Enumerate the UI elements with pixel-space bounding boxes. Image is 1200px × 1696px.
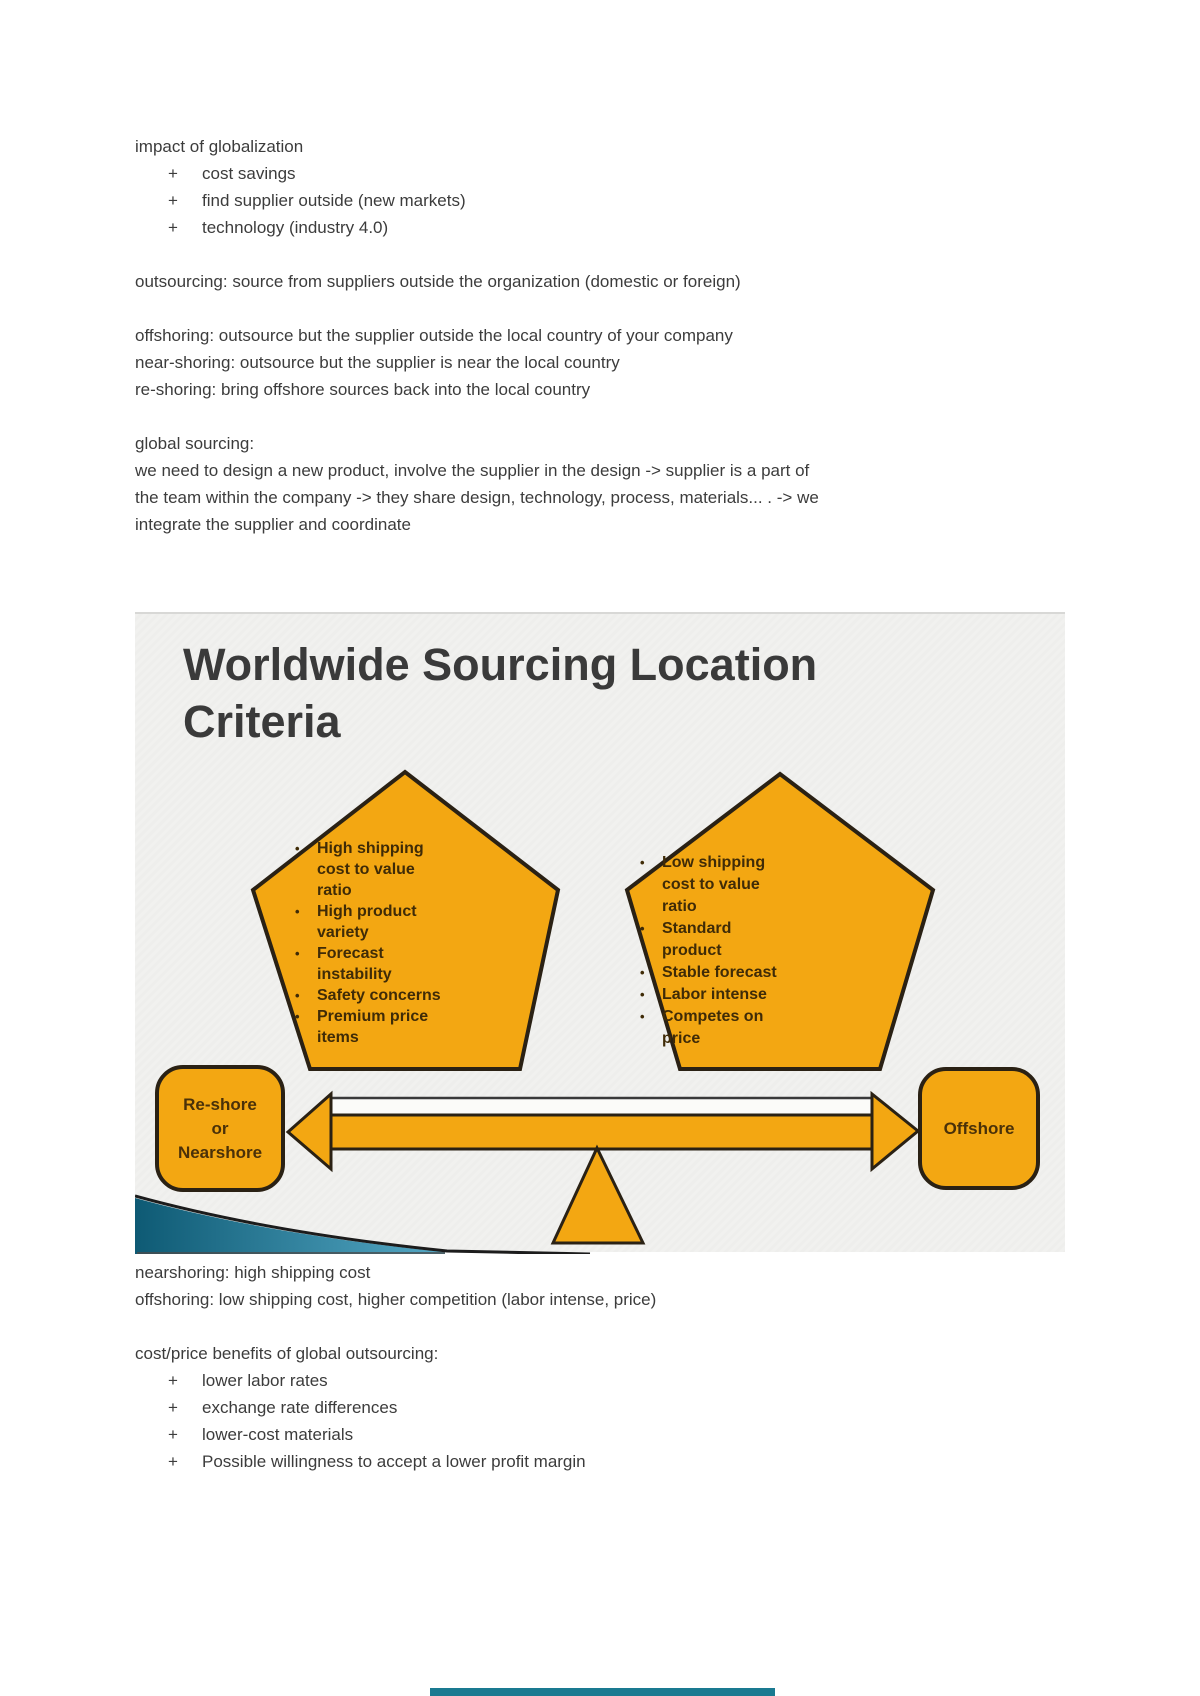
dot-bullet-marker: •	[640, 855, 645, 870]
list-item: + lower labor rates	[135, 1367, 1035, 1394]
global-sourcing-line: integrate the supplier and coordinate	[135, 515, 411, 534]
plus-bullet-marker: +	[168, 1452, 178, 1471]
plus-bullet-marker: +	[168, 191, 178, 210]
list-item: • High product variety	[295, 901, 447, 943]
outsourcing-definition: outsourcing: source from suppliers outsi…	[135, 272, 741, 291]
dot-bullet-marker: •	[295, 988, 300, 1003]
reshore-nearshore-label: Re-shore or Nearshore	[157, 1067, 283, 1190]
list-item: • Premium price items	[295, 1006, 447, 1048]
pentagon-item-text: Stable forecast	[662, 964, 777, 981]
heading-impact-of-globalization: impact of globalization	[135, 137, 304, 156]
reshore-nearshore-box	[155, 1065, 285, 1192]
slide-graphics	[135, 769, 1040, 1254]
slide-title-line: Criteria	[183, 696, 341, 747]
pentagon-item-text: Safety concerns	[317, 987, 441, 1004]
plus-bullet-marker: +	[168, 164, 178, 183]
dot-bullet-marker: •	[295, 1009, 300, 1024]
list-item: • High shipping cost to value ratio	[295, 838, 447, 901]
list-item: • Stable forecast	[640, 962, 790, 984]
dot-bullet-marker: •	[640, 965, 645, 980]
box-label-line: or	[211, 1118, 229, 1138]
dot-bullet-marker: •	[640, 987, 645, 1002]
global-sourcing-line: the team within the company -> they shar…	[135, 488, 819, 507]
dot-bullet-marker: •	[295, 841, 300, 856]
bullet-text: Possible willingness to accept a lower p…	[202, 1452, 586, 1471]
bullet-text: exchange rate differences	[202, 1398, 398, 1417]
list-item: • Low shipping cost to value ratio	[640, 852, 790, 918]
right-pentagon-shape	[624, 771, 936, 1071]
arrow-shaft	[328, 1113, 875, 1151]
list-item: • Standard product	[640, 918, 790, 962]
offshore-box	[918, 1067, 1040, 1190]
list-item: + lower-cost materials	[135, 1421, 1035, 1448]
pentagon-item-text: Competes on price	[662, 1008, 764, 1047]
bullet-text: find supplier outside (new markets)	[202, 191, 466, 210]
pentagon-item-text: Forecast instability	[317, 945, 392, 983]
plus-bullet-marker: +	[168, 218, 178, 237]
dot-bullet-marker: •	[640, 921, 645, 936]
pentagon-item-text: High shipping cost to value ratio	[317, 840, 424, 899]
benefits-heading: cost/price benefits of global outsourcin…	[135, 1344, 439, 1363]
footer-teal-strip	[430, 1688, 775, 1696]
list-item: • Competes on price	[640, 1006, 790, 1050]
wave-outline	[135, 1194, 591, 1254]
benefits-bullet-list: + lower labor rates + exchange rate diff…	[135, 1367, 1035, 1475]
list-item: + exchange rate differences	[135, 1394, 1035, 1421]
plus-bullet-marker: +	[168, 1371, 178, 1390]
list-item: + technology (industry 4.0)	[135, 214, 1035, 241]
pentagon-item-text: Standard product	[662, 920, 732, 959]
slide-title-line: Worldwide Sourcing Location	[183, 639, 818, 690]
list-item: • Safety concerns	[295, 985, 447, 1006]
dot-bullet-marker: •	[640, 1009, 645, 1024]
bullet-text: lower labor rates	[202, 1371, 328, 1390]
left-pentagon-list: • High shipping cost to value ratio • High…	[295, 838, 447, 1048]
box-label-line: Nearshore	[177, 1142, 263, 1162]
pentagon-item-text: High product variety	[317, 903, 417, 941]
notes-top: impact of globalization + cost savings +…	[135, 133, 1035, 538]
left-arrowhead-icon	[285, 1090, 333, 1173]
global-sourcing-line: we need to design a new product, involve…	[135, 461, 810, 480]
dot-bullet-marker: •	[295, 946, 300, 961]
left-pentagon-shape	[250, 769, 561, 1071]
nearshoring-definition: near-shoring: outsource but the supplier…	[135, 353, 620, 372]
slide-image: Worldwide Sourcing Location Criteria • Hi…	[135, 612, 1065, 1254]
list-item: + cost savings	[135, 160, 1035, 187]
pentagon-item-text: Labor intense	[662, 986, 767, 1003]
offshoring-note: offshoring: low shipping cost, higher co…	[135, 1290, 657, 1309]
fulcrum-triangle	[550, 1144, 646, 1245]
impact-bullet-list: + cost savings + find supplier outside (…	[135, 160, 1035, 241]
notes-bottom: nearshoring: high shipping cost offshori…	[135, 1259, 1035, 1475]
right-pentagon-list: • Low shipping cost to value ratio • Stand…	[640, 852, 790, 1050]
right-arrowhead-icon	[870, 1090, 921, 1173]
slide-title: Worldwide Sourcing Location Criteria	[183, 636, 817, 750]
list-item: + Possible willingness to accept a lower…	[135, 1448, 1035, 1475]
list-item: • Labor intense	[640, 984, 790, 1006]
list-item: + find supplier outside (new markets)	[135, 187, 1035, 214]
wave-decoration	[135, 1198, 445, 1254]
pentagon-item-text: Premium price items	[317, 1008, 429, 1046]
offshoring-definition: offshoring: outsource but the supplier o…	[135, 326, 733, 345]
list-item: • Forecast instability	[295, 943, 447, 985]
dot-bullet-marker: •	[295, 904, 300, 919]
bullet-text: lower-cost materials	[202, 1425, 354, 1444]
plus-bullet-marker: +	[168, 1398, 178, 1417]
offshore-label: Offshore	[943, 1118, 1015, 1138]
bullet-text: technology (industry 4.0)	[202, 218, 389, 237]
plus-bullet-marker: +	[168, 1425, 178, 1444]
reshoring-definition: re-shoring: bring offshore sources back …	[135, 380, 591, 399]
global-sourcing-heading: global sourcing:	[135, 434, 255, 453]
bullet-text: cost savings	[202, 164, 296, 183]
box-label-line: Re-shore	[183, 1094, 257, 1114]
nearshoring-note: nearshoring: high shipping cost	[135, 1263, 371, 1282]
pentagon-item-text: Low shipping cost to value ratio	[662, 854, 766, 915]
